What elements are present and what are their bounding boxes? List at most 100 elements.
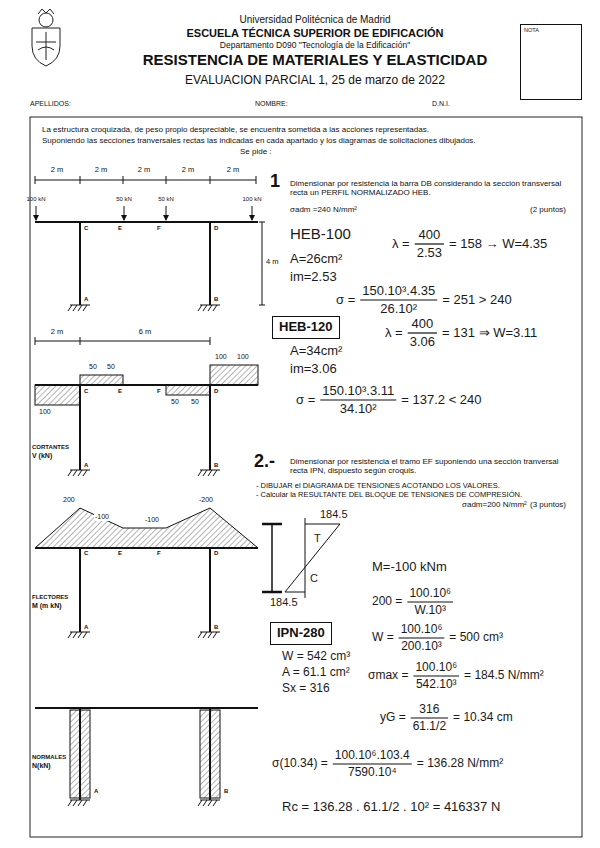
shear-diagram-part	[198, 470, 220, 476]
point-letter: A	[84, 462, 88, 469]
handwritten-calc: = 10.34 cm	[453, 711, 513, 724]
handwritten-calc: 150.10³.4.35	[362, 284, 435, 298]
axial-diagram-part	[209, 708, 211, 800]
university-crest-part	[36, 42, 56, 43]
header-text: ESCUELA TÉCNICA SUPERIOR DE EDIFICACIÓN	[186, 27, 443, 39]
handwritten-calc: 34.10²	[340, 402, 377, 416]
header-text: EVALUACION PARCIAL 1, 25 de marzo de 202…	[185, 74, 445, 87]
load-diagram-part	[166, 206, 167, 220]
header-text: Departamento D090 "Tecnología de la Edif…	[220, 41, 410, 50]
university-crest-part	[39, 13, 53, 27]
point-letter: E	[118, 225, 122, 232]
load-diagram-part	[124, 206, 125, 220]
university-crest	[32, 9, 60, 66]
point-letter: E	[118, 388, 122, 395]
point-letter: C	[84, 225, 88, 232]
question-text: D.N.I.	[432, 100, 450, 108]
shear-diagram-part	[166, 385, 210, 395]
exam-title: RESISTENCIA DE MATERIALES Y ELASTICIDAD	[143, 52, 487, 69]
point-letter: C	[84, 388, 88, 395]
dimension-label: 2 m	[227, 166, 240, 174]
fraction-bar	[320, 399, 396, 400]
university-crest-part	[38, 47, 54, 50]
ipn-stress-sketch-part	[285, 592, 305, 593]
handwritten-calc: 200 =	[372, 595, 402, 608]
question-text: Suponiendo las secciones tranversales re…	[42, 137, 476, 146]
handwritten-calc: 3.06	[410, 335, 435, 349]
load-diagram-part	[35, 180, 256, 181]
box-text: IPN-280	[277, 626, 325, 640]
diagram-caption: N(kN)	[32, 762, 51, 770]
shear-diagram-part	[35, 341, 210, 342]
fraction-bar	[360, 299, 437, 300]
handwritten-calc: 542.10³	[416, 678, 457, 691]
handwritten-calc: A=26cm²	[290, 252, 342, 266]
diagram-caption: NORMALES	[32, 754, 66, 761]
diagram-caption: M (m kN)	[32, 602, 62, 610]
fraction-bar	[411, 717, 448, 718]
handwritten-calc: = 158 → W=4.35	[449, 237, 547, 251]
moment-diagram-part	[35, 508, 258, 548]
handwritten-calc: σ =	[296, 393, 315, 407]
handwritten-calc: im=2.53	[290, 270, 337, 284]
handwritten-calc: W.10³	[415, 604, 446, 617]
handwritten-calc: = 131 ⇒ W=3.11	[442, 326, 537, 340]
handwritten-calc: 61.1/2	[413, 720, 446, 733]
diagram-value: 50	[106, 363, 116, 371]
dimension-label: 2 m	[51, 166, 64, 174]
diagram-value: 100	[214, 353, 228, 361]
handwritten-calc: 100.10⁶	[401, 623, 443, 636]
load-diagram-part	[36, 206, 37, 220]
handwritten-calc: T	[314, 532, 321, 544]
handwritten-calc: M=-100 kNm	[372, 560, 447, 574]
diagram-caption: CORTANTES	[32, 444, 69, 451]
shear-diagram-part	[35, 337, 210, 345]
shear-diagram-part	[79, 385, 81, 470]
load-diagram-part	[79, 222, 81, 305]
diagram-value: 50	[190, 398, 200, 406]
dimension-label: 2 m	[138, 166, 151, 174]
point-letter: A	[94, 788, 98, 795]
question-text: NOMBRE:	[255, 100, 288, 108]
fraction-bar	[333, 763, 412, 764]
load-diagram-part	[209, 222, 211, 305]
question-number: 2.-	[254, 452, 275, 472]
question-frame-part	[30, 117, 582, 837]
fraction-bar	[415, 243, 444, 244]
question-text: σadm =240 N/mm²	[290, 206, 357, 215]
fraction-bar	[413, 675, 459, 676]
handwritten-calc: = 136.28 N/mm²	[417, 757, 503, 770]
shear-diagram-part	[80, 375, 123, 385]
shear-diagram-part	[209, 385, 211, 470]
ipn-stress-sketch	[262, 518, 340, 598]
point-letter: D	[214, 225, 218, 232]
question-text: Dimensionar por resistencia el tramo EF …	[290, 458, 575, 476]
shear-diagram-part	[210, 365, 258, 385]
dimension-label: 2 m	[182, 166, 195, 174]
point-letter: D	[214, 388, 218, 395]
handwritten-calc: 100.10⁶.103.4	[335, 749, 410, 762]
question-text: APELLIDOS:	[30, 100, 71, 108]
diagram-value: 50	[88, 363, 98, 371]
shear-diagram-part	[35, 385, 80, 405]
handwritten-calc: σ =	[336, 293, 355, 307]
question-text: Dimensionar por resistencia la barra DB …	[290, 180, 575, 198]
ipn-stress-sketch-part	[305, 518, 306, 598]
axial-diagram	[35, 708, 258, 806]
university-crest-part	[38, 9, 54, 14]
handwritten-calc: W =	[372, 631, 394, 644]
shear-diagram	[35, 337, 258, 476]
handwritten-calc: = 137.2 < 240	[401, 393, 481, 407]
load-diagram-part	[35, 221, 258, 223]
axial-diagram-part	[68, 800, 90, 806]
load-diagram-part	[198, 305, 220, 311]
header-text: Universidad Politécnica de Madrid	[239, 14, 390, 25]
load-diagram-part	[262, 222, 263, 305]
diagram-value: -100	[94, 513, 110, 521]
load-diagram	[35, 176, 265, 311]
axial-diagram-part	[79, 708, 81, 800]
handwritten-calc: 316	[419, 703, 439, 716]
diagram-value: -100	[144, 516, 160, 524]
handwritten-calc: Sx = 316	[282, 682, 330, 695]
